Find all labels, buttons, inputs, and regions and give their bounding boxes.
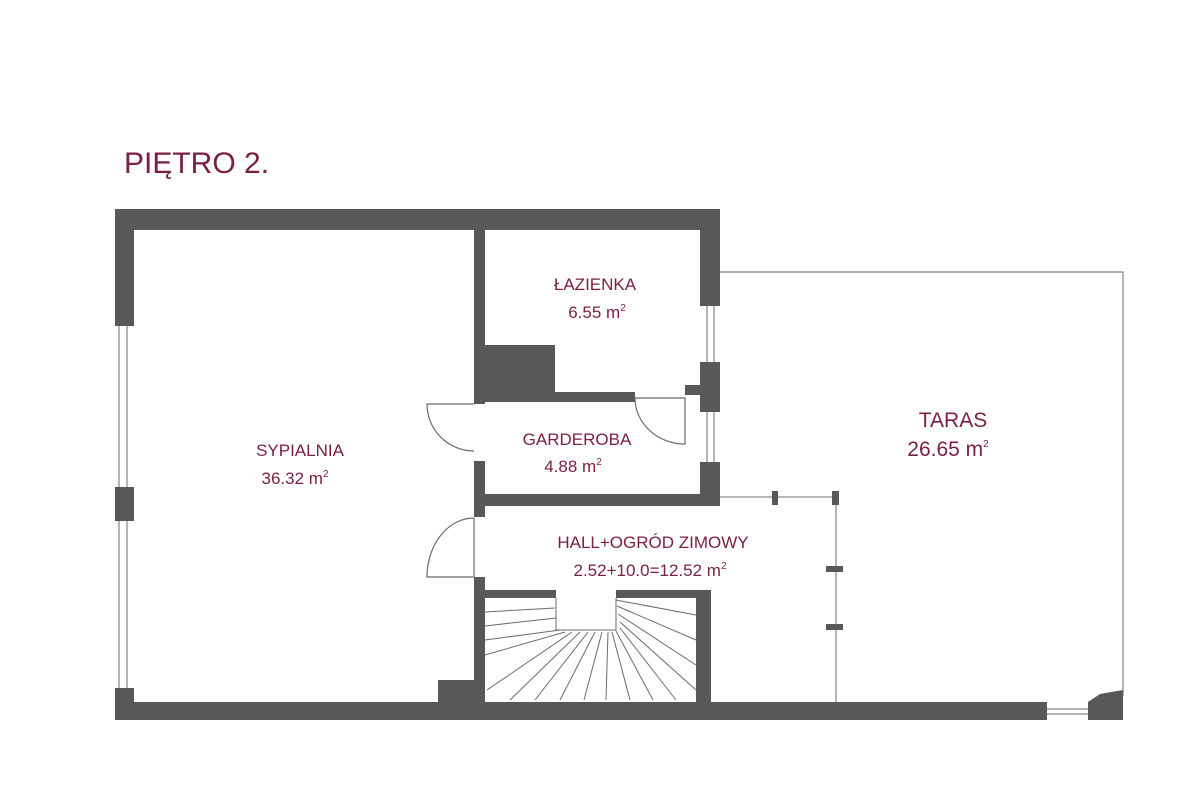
terrace-outline (720, 271, 1124, 703)
room-taras: TARAS 26.65 m2 (907, 409, 989, 461)
room-name: GARDEROBA (523, 430, 632, 449)
room-name: TARAS (919, 409, 987, 432)
room-area: 36.32 m2 (262, 469, 329, 488)
room-sypialnia: SYPIALNIA 36.32 m2 (256, 441, 345, 488)
room-name: SYPIALNIA (256, 441, 345, 460)
windows (118, 306, 1088, 715)
room-area: 2.52+10.0=12.52 m2 (573, 561, 726, 580)
walls (115, 209, 1123, 720)
doors (426, 397, 686, 578)
room-garderoba: GARDEROBA 4.88 m2 (523, 430, 632, 476)
room-area: 4.88 m2 (544, 457, 602, 476)
stairs (484, 598, 697, 701)
room-lazienka: ŁAZIENKA 6.55 m2 (554, 275, 637, 322)
room-hall-ogrod-zimowy: HALL+OGRÓD ZIMOWY 2.52+10.0=12.52 m2 (557, 533, 748, 580)
floor-title: PIĘTRO 2. (124, 147, 269, 180)
room-area: 6.55 m2 (568, 303, 626, 322)
room-name: HALL+OGRÓD ZIMOWY (557, 533, 748, 552)
room-area: 26.65 m2 (907, 438, 989, 461)
room-name: ŁAZIENKA (554, 275, 637, 294)
